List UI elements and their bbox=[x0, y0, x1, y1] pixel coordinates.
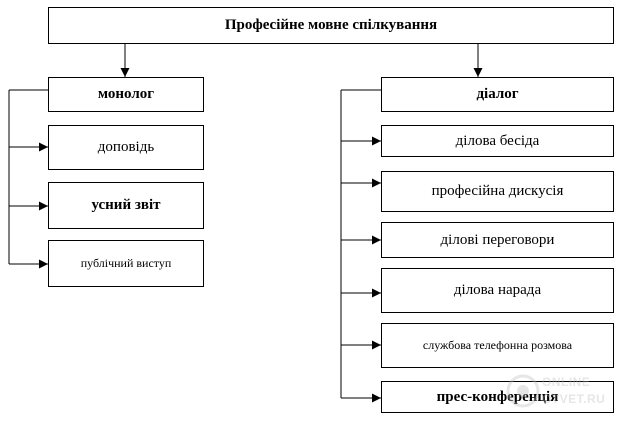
dialogue-node: діалог bbox=[381, 77, 614, 112]
watermark: ONLINE OTVET.RU bbox=[506, 364, 618, 420]
watermark-line-1: ONLINE bbox=[542, 375, 591, 389]
dialogue-item-meeting: ділова нарада bbox=[381, 268, 614, 313]
root-label: Професійне мовне спілкування bbox=[224, 17, 438, 33]
dialogue-item-negotiations: ділові переговори bbox=[381, 222, 614, 258]
monologue-item-report: доповідь bbox=[48, 125, 204, 170]
monologue-item-label: публічний виступ bbox=[80, 256, 172, 270]
dialogue-item-label: прес-конференція bbox=[436, 388, 559, 405]
dialogue-label: діалог bbox=[476, 86, 519, 102]
dialogue-item-discussion: професійна дискусія bbox=[381, 171, 614, 212]
monologue-item-label: усний звіт bbox=[91, 197, 161, 213]
dialogue-item-press-conference: прес-конференція bbox=[381, 381, 614, 413]
dialogue-item-phone-call: службова телефонна розмова bbox=[381, 323, 614, 368]
dialogue-item-label: ділова нарада bbox=[453, 282, 542, 298]
root-node: Професійне мовне спілкування bbox=[48, 7, 614, 44]
monologue-item-label: доповідь bbox=[97, 139, 155, 155]
dialogue-item-label: службова телефонна розмова bbox=[422, 338, 573, 352]
dialogue-item-business-talk: ділова бесіда bbox=[381, 125, 614, 157]
dialogue-item-label: ділова бесіда bbox=[455, 132, 540, 149]
monologue-item-public-speech: публічний виступ bbox=[48, 240, 204, 287]
watermark-line-2: OTVET.RU bbox=[542, 392, 606, 406]
dialogue-item-label: професійна дискусія bbox=[431, 183, 564, 199]
dialogue-item-label: ділові переговори bbox=[440, 231, 555, 248]
monologue-label: монолог bbox=[97, 86, 155, 102]
watermark-logo-icon bbox=[506, 374, 540, 408]
monologue-node: монолог bbox=[48, 77, 204, 112]
monologue-item-oral-report: усний звіт bbox=[48, 182, 204, 229]
